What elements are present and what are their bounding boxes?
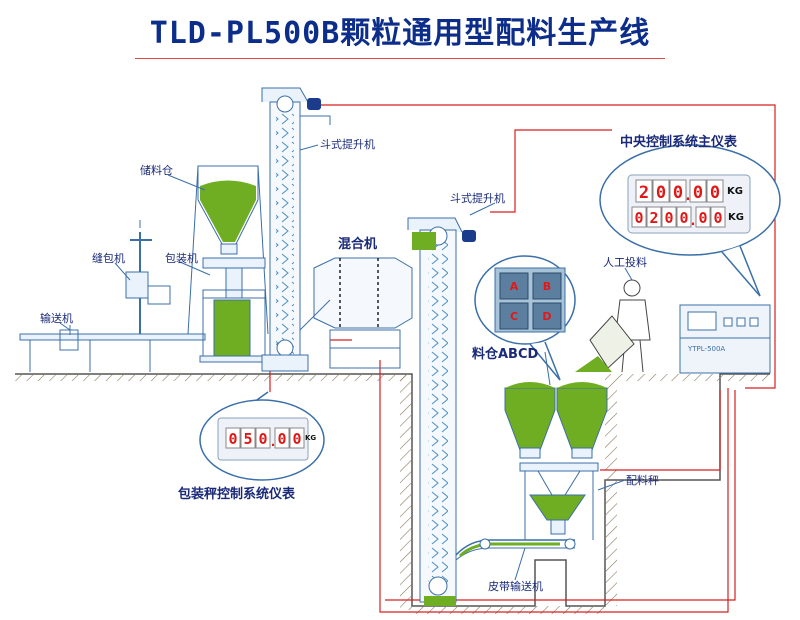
packing-meter-label: 包装秤控制系统仪表 (178, 486, 296, 502)
left-elevator-label: 斗式提升机 (320, 137, 375, 151)
left-bucket-elevator (261, 87, 331, 372)
main-meter-row1: 2 0 0 . 0 0 KG (635, 179, 743, 204)
main-digit-1-4: 0 (693, 183, 703, 203)
main-digit-2-5: 0 (698, 209, 707, 227)
right-bucket-elevator (407, 217, 476, 606)
mixer-label: 混合机 (338, 236, 377, 252)
main-unit-1: KG (727, 186, 743, 197)
packing-meter-callout: 0 5 0 . 0 0 KG (199, 391, 325, 481)
bins-label: 料仓ABCD (472, 346, 539, 362)
ground (15, 373, 770, 614)
main-digit-1-5: 0 (710, 183, 720, 203)
main-meter-label: 中央控制系统主仪表 (620, 134, 738, 150)
main-digit-1-dot: . (684, 188, 692, 204)
main-digit-2-dot: . (689, 214, 697, 229)
pack-digit-4: 0 (277, 430, 286, 448)
storage-bin-label: 储料仓 (140, 163, 173, 177)
bins-abcd (504, 382, 608, 459)
main-digit-1-2: 0 (656, 183, 666, 203)
packing-machine-label: 包装机 (165, 251, 198, 265)
bins-callout: A B C D (474, 255, 576, 381)
control-cabinet: YTPL-500A (679, 304, 771, 374)
pack-digit-2: 5 (243, 430, 252, 448)
sewing-machine (125, 220, 171, 334)
main-digit-2-3: 0 (664, 209, 673, 227)
leader-lines (59, 144, 633, 581)
pack-digit-3: 0 (258, 430, 267, 448)
main-meter-callout: 2 0 0 . 0 0 KG 0 2 0 0 . 0 0 KG (599, 144, 781, 297)
bin-a-label: A (510, 280, 519, 293)
pack-unit: KG (305, 434, 316, 442)
main-meter-row2: 0 2 0 0 . 0 0 KG (631, 206, 744, 229)
storage-bin (187, 165, 269, 335)
conveyor (19, 325, 206, 372)
bin-d-label: D (542, 310, 551, 323)
control-wiring (269, 104, 776, 613)
title-underline (135, 58, 665, 59)
pack-digit-1: 0 (228, 430, 237, 448)
bin-b-label: B (543, 280, 551, 293)
main-digit-1-1: 2 (639, 183, 649, 203)
diagram-title: TLD-PL500B颗粒通用型配料生产线 (149, 16, 651, 51)
main-unit-2: KG (728, 212, 744, 223)
pack-digit-dot: . (269, 435, 276, 449)
pack-digit-5: 0 (292, 430, 301, 448)
main-digit-2-2: 2 (649, 209, 658, 227)
main-digit-1-3: 0 (673, 183, 683, 203)
conveyor-label: 输送机 (40, 311, 73, 325)
batching-scale-label: 配料秤 (626, 473, 659, 487)
sewing-machine-label: 缝包机 (92, 251, 125, 265)
belt-conveyor (455, 538, 576, 561)
main-digit-2-4: 0 (679, 209, 688, 227)
mixer (299, 257, 413, 369)
bin-c-label: C (510, 310, 518, 323)
batching-scale (519, 462, 599, 540)
main-digit-2-6: 0 (713, 209, 722, 227)
packing-machine (199, 257, 269, 363)
main-digit-2-1: 0 (634, 209, 643, 227)
belt-conveyor-label: 皮带输送机 (488, 579, 543, 593)
controller-model-label: YTPL-500A (687, 345, 725, 353)
right-elevator-label: 斗式提升机 (450, 191, 505, 205)
manual-feed-label: 人工投料 (603, 255, 647, 269)
worker-figure (575, 279, 651, 373)
